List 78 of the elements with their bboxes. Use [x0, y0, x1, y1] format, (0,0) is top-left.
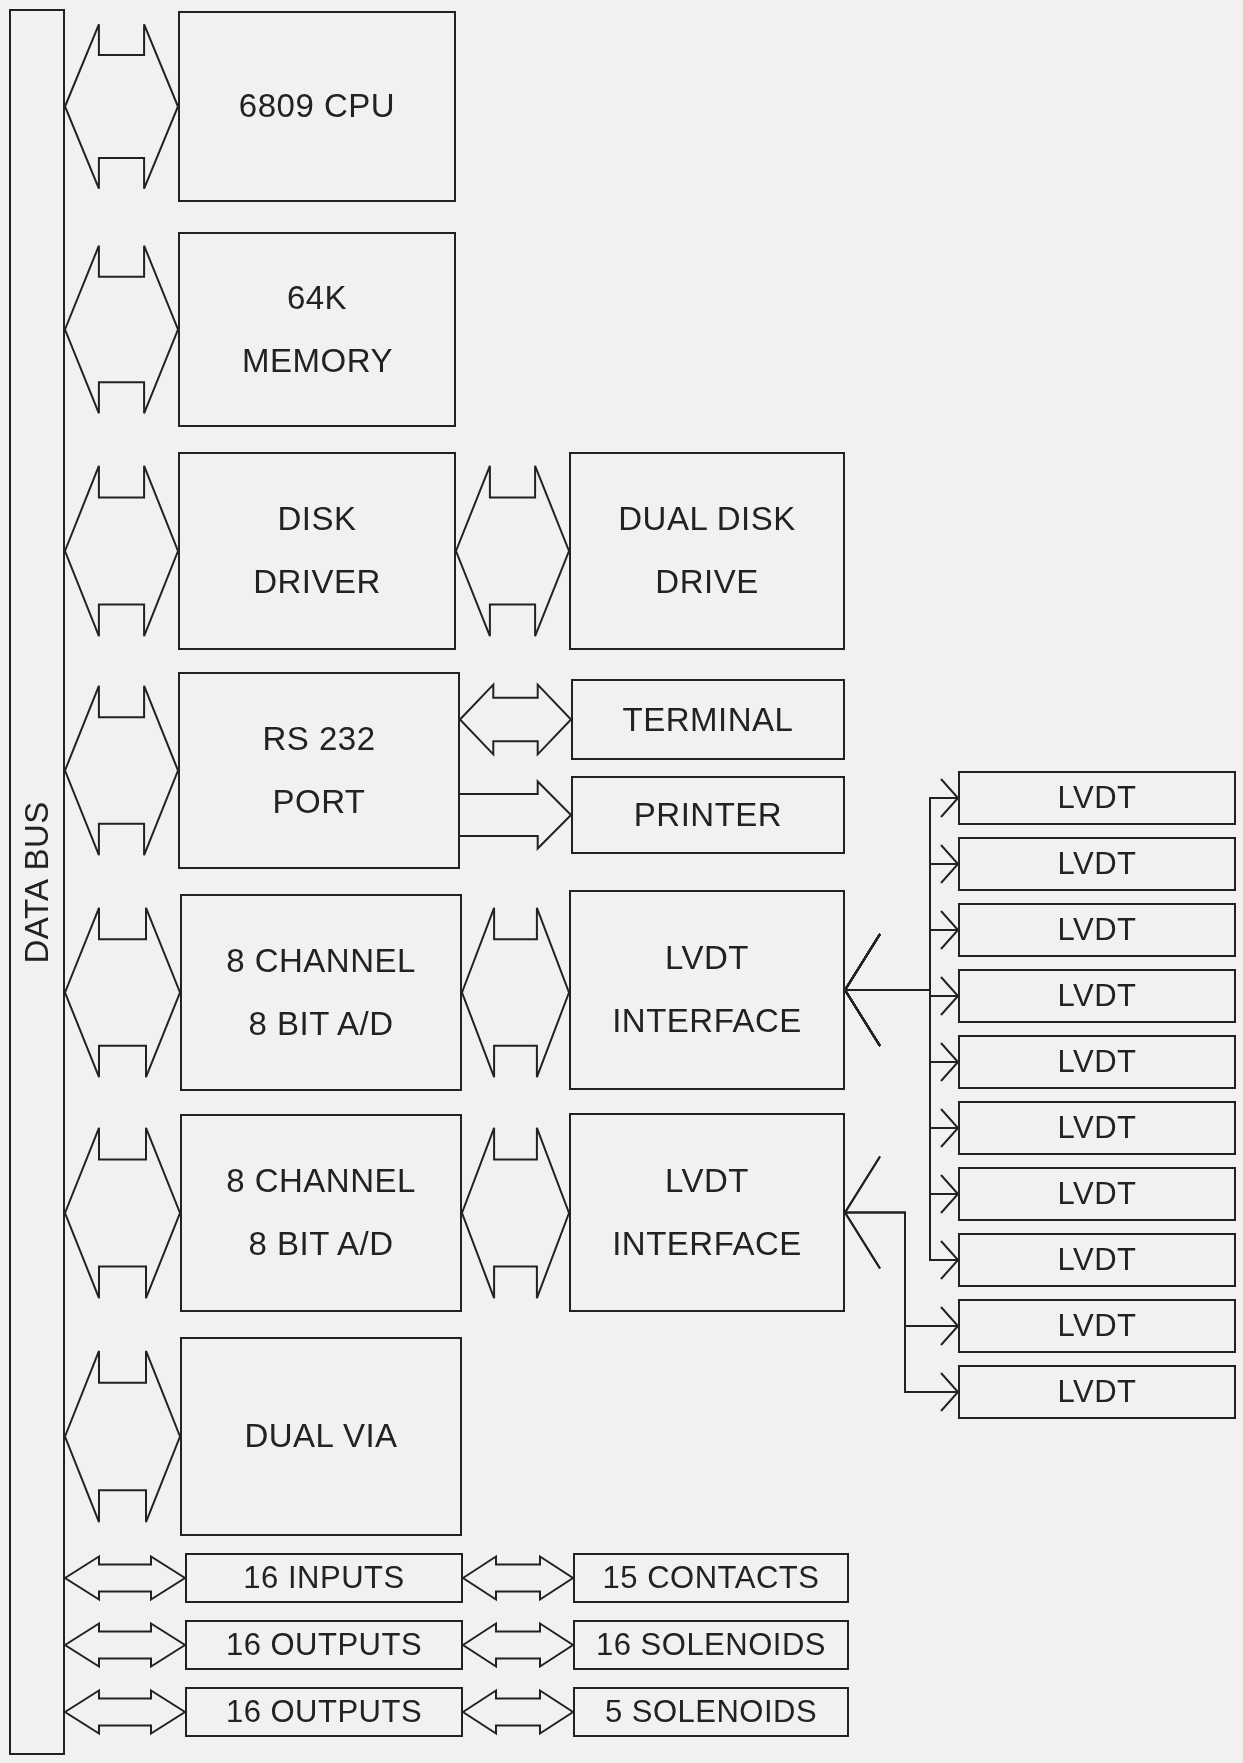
block-label: LVDT	[1057, 1043, 1137, 1081]
block-label: 8 CHANNEL 8 BIT A/D	[225, 940, 417, 1044]
block-label: DUAL VIA	[244, 1416, 398, 1457]
block-label: 16 OUTPUTS	[225, 1626, 423, 1664]
block-label: 16 SOLENOIDS	[596, 1626, 826, 1664]
bus-arrow	[460, 1126, 571, 1300]
block-label: LVDT	[1057, 1241, 1137, 1279]
connector-arrow	[844, 1155, 959, 1412]
block-label: LVDT	[1057, 911, 1137, 949]
block-box	[180, 894, 462, 1091]
block-box	[178, 232, 456, 427]
block-label: LVDT	[1057, 845, 1137, 883]
bus-arrow	[454, 464, 571, 638]
block-box	[573, 1620, 849, 1670]
block-label: DUAL DISK DRIVE	[617, 499, 797, 602]
block-box	[958, 1233, 1236, 1287]
block-box	[958, 1167, 1236, 1221]
block-box	[178, 452, 456, 650]
bus-arrow	[63, 906, 182, 1079]
block-label: DISK DRIVER	[252, 499, 382, 602]
bus-label: DATA BUS	[16, 800, 56, 964]
block-box	[571, 776, 845, 854]
block-box	[958, 1299, 1236, 1353]
block-box	[178, 672, 460, 869]
block-label: LVDT INTERFACE	[611, 938, 803, 1041]
block-box	[185, 1620, 463, 1670]
block-label: LVDT	[1057, 1373, 1137, 1411]
bus-arrow	[63, 1349, 182, 1524]
block-box	[958, 1035, 1236, 1089]
block-label: 6809 CPU	[238, 86, 396, 127]
block-label: LVDT	[1057, 779, 1137, 817]
block-box	[185, 1553, 463, 1603]
block-box	[569, 452, 845, 650]
bus-arrow	[63, 1621, 187, 1669]
bus-arrow	[460, 906, 571, 1079]
block-box	[571, 679, 845, 760]
block-box	[573, 1687, 849, 1737]
block-label: PRINTER	[633, 795, 783, 835]
block-box	[569, 890, 845, 1090]
block-label: 16 INPUTS	[243, 1559, 405, 1597]
block-box	[180, 1114, 462, 1312]
block-box	[958, 1365, 1236, 1419]
block-box	[958, 903, 1236, 957]
bus-arrow	[461, 1554, 575, 1602]
block-label: LVDT	[1057, 1175, 1137, 1213]
block-box	[958, 771, 1236, 825]
block-label: 64K MEMORY	[242, 277, 392, 381]
block-box	[573, 1553, 849, 1603]
block-label: 16 OUTPUTS	[225, 1693, 423, 1731]
connector-arrow	[844, 933, 959, 1280]
block-label: 8 CHANNEL 8 BIT A/D	[225, 1161, 417, 1264]
block-label: LVDT	[1057, 1307, 1137, 1345]
block-label: 15 CONTACTS	[602, 1559, 820, 1597]
block-label: LVDT	[1057, 1109, 1137, 1147]
bus-arrow	[461, 1621, 575, 1669]
block-box	[958, 969, 1236, 1023]
block-box	[958, 1101, 1236, 1155]
block-box	[178, 11, 456, 202]
block-label: TERMINAL	[622, 699, 794, 740]
bus-arrow	[461, 1688, 575, 1736]
bus-arrow	[63, 1554, 187, 1602]
block-box	[180, 1337, 462, 1536]
bus-arrow	[63, 464, 180, 638]
block-label: LVDT	[1057, 977, 1137, 1015]
bus-arrow	[63, 1688, 187, 1736]
block-label: RS 232 PORT	[261, 718, 377, 822]
bus-arrow	[63, 244, 180, 415]
block-box	[185, 1687, 463, 1737]
block-label: LVDT INTERFACE	[611, 1160, 803, 1264]
bus-arrow	[458, 682, 573, 757]
bus-arrow	[459, 779, 573, 851]
block-box	[958, 837, 1236, 891]
bus-arrow	[63, 684, 180, 857]
bus-arrow	[63, 23, 180, 190]
block-box	[569, 1113, 845, 1312]
block-label: 5 SOLENOIDS	[604, 1693, 818, 1731]
bus-arrow	[63, 1126, 182, 1300]
bus-bar	[9, 9, 65, 1755]
